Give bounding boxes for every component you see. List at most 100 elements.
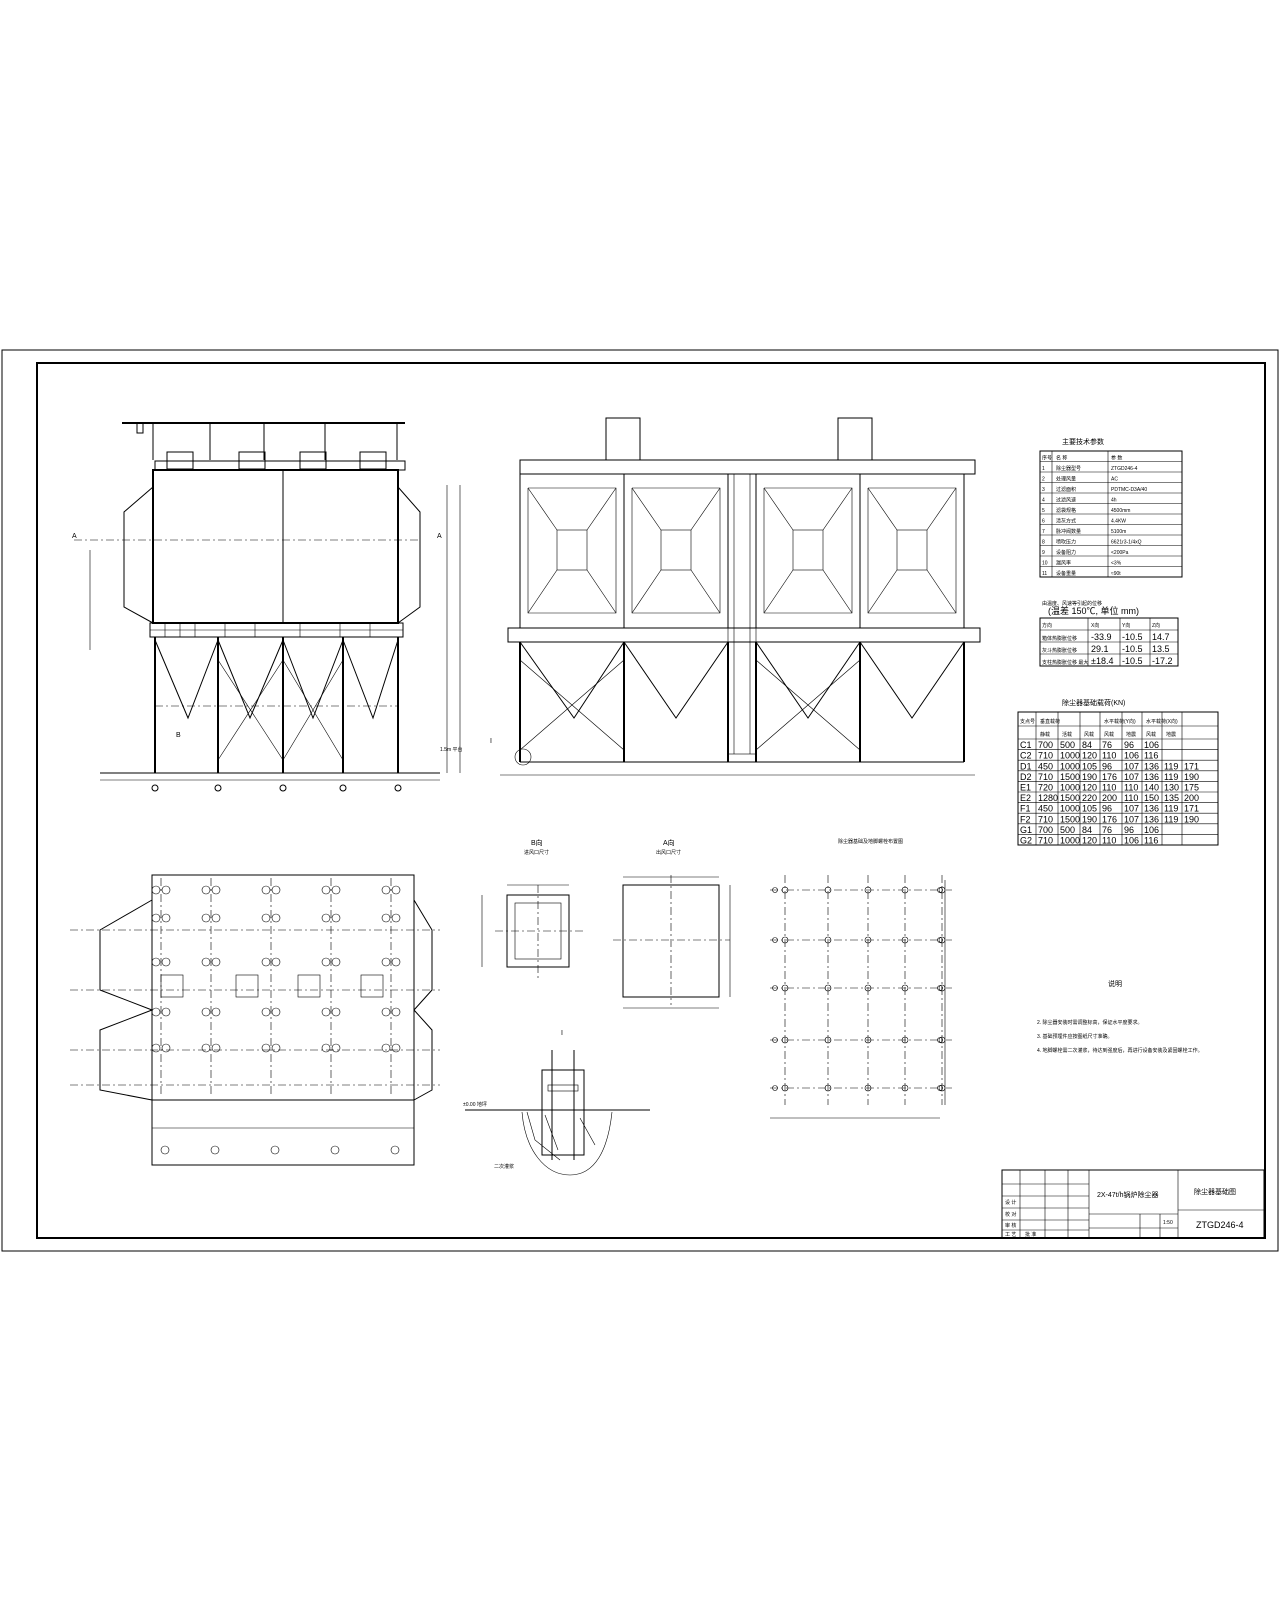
load-table-subheader: 风载 xyxy=(1084,731,1094,738)
tech-table-cell: <3% xyxy=(1111,561,1122,567)
bag-cell-circle xyxy=(391,1043,401,1053)
bag-cell-circle xyxy=(161,913,171,923)
bag-cell-circle xyxy=(261,885,271,895)
thermal-table-header: Y向 xyxy=(1122,622,1130,629)
tech-table-cell: 9 xyxy=(1042,550,1045,556)
thermal-table-subtitle: (温差 150℃, 单位 mm) xyxy=(1048,605,1139,616)
pipe-elbow xyxy=(160,974,184,998)
load-table-cell: 120 xyxy=(1082,836,1097,846)
bag-cell-circle xyxy=(261,1043,271,1053)
tech-table-cell: 过滤风速 xyxy=(1056,497,1076,504)
tech-table-cell: 6 xyxy=(1042,519,1045,525)
bag-cell-circle xyxy=(391,885,401,895)
load-table-subheader: 风载 xyxy=(1146,731,1156,738)
detail-mark-i: I xyxy=(490,738,492,745)
tech-table-cell: ZTGD246-4 xyxy=(1111,466,1138,472)
inner-border xyxy=(36,362,1266,1239)
load-table-cell: 1000 xyxy=(1060,761,1080,771)
load-table-cell: 136 xyxy=(1144,804,1159,814)
thermal-table-cell: 29.1 xyxy=(1091,644,1109,654)
anchor-bolt-circle xyxy=(864,886,872,894)
load-table-cell: 710 xyxy=(1038,814,1053,824)
load-table-cell: G2 xyxy=(1020,836,1032,846)
anchor-bolt-circle xyxy=(824,886,832,894)
axis-bubble xyxy=(772,887,778,893)
bag-cell-circle xyxy=(211,1043,221,1053)
load-table-subheader: 地震 xyxy=(1126,731,1136,738)
load-table-cell: 110 xyxy=(1102,751,1116,761)
load-table-cell: 119 xyxy=(1164,772,1178,782)
load-table-cell: 500 xyxy=(1060,825,1075,835)
anchor-plan-title: 除尘器基础及地脚螺栓布置图 xyxy=(838,838,903,845)
load-table-cell: 106 xyxy=(1144,740,1159,750)
load-table-cell: 105 xyxy=(1082,804,1097,814)
load-table-cell: 190 xyxy=(1184,772,1199,782)
tech-table-cell: 除尘器型号 xyxy=(1056,465,1081,472)
load-table-cell: 176 xyxy=(1102,814,1117,824)
section-mark-a-right: A xyxy=(437,533,442,540)
load-table-header: 支点号 xyxy=(1020,718,1035,725)
section-mark-a-left: A xyxy=(72,533,77,540)
load-table-cell: 700 xyxy=(1038,825,1053,835)
load-table-cell: 140 xyxy=(1144,783,1159,793)
load-table: 除尘器基础载荷(KN) 支点号垂直载荷水平载荷(Y向)水平载荷(X向)静载活载风… xyxy=(1017,698,1219,846)
load-table-header: 垂直载荷 xyxy=(1040,718,1060,725)
load-table-title: 除尘器基础载荷(KN) xyxy=(1062,698,1125,707)
thermal-table-cell: -10.5 xyxy=(1122,632,1143,642)
bag-cell-circle xyxy=(321,1043,331,1053)
sign-row: 批 准 xyxy=(1025,1231,1036,1238)
load-table-cell: 1000 xyxy=(1060,751,1080,761)
bag-cell-circle xyxy=(201,957,211,967)
bag-cell-circle xyxy=(331,1043,341,1053)
load-table-cell: 1500 xyxy=(1060,772,1080,782)
bag-cell-circle xyxy=(271,885,281,895)
thermal-table-cell: -10.5 xyxy=(1122,656,1143,666)
load-table-cell: 176 xyxy=(1102,772,1117,782)
load-table-cell: 220 xyxy=(1082,793,1097,803)
tech-table-cell: ≈90t xyxy=(1111,571,1121,577)
load-table-cell: 450 xyxy=(1038,804,1053,814)
thermal-table-cell: 灰斗热膨胀位移 xyxy=(1042,647,1077,654)
tech-table-cell: 漏风率 xyxy=(1056,560,1071,567)
tech-table-cell: 4500mm xyxy=(1111,508,1130,514)
load-table-subheader: 地震 xyxy=(1166,731,1176,738)
bag-cell-circle xyxy=(161,1043,171,1053)
load-table-cell: 136 xyxy=(1144,814,1159,824)
load-table-cell: 171 xyxy=(1184,804,1199,814)
load-table-cell: 96 xyxy=(1102,804,1112,814)
load-table-cell: 1000 xyxy=(1060,783,1080,793)
load-table-header: 水平载荷(X向) xyxy=(1146,718,1178,725)
bag-cell-circle xyxy=(151,885,161,895)
load-table-cell: 84 xyxy=(1082,825,1092,835)
bag-cell-circle xyxy=(151,957,161,967)
plan-view xyxy=(70,874,440,1166)
anchor-bolt-circle xyxy=(781,1084,789,1092)
note-item: 4. 地脚螺栓需二次灌浆，待达到强度后，再进行设备安装及紧固螺栓工作。 xyxy=(1037,1047,1203,1054)
tech-table-header: 参 数 xyxy=(1111,455,1122,462)
load-table-cell: 105 xyxy=(1082,761,1097,771)
load-table-cell: 450 xyxy=(1038,761,1053,771)
load-table-cell: 119 xyxy=(1164,804,1178,814)
anchor-bolt-circle xyxy=(901,936,909,944)
title-block: 设 计 校 对 审 核 工 艺 批 准 2X-47t/h锅炉除尘器 除尘器基础图… xyxy=(1001,1169,1265,1239)
anchor-bolt-circle xyxy=(864,936,872,944)
bag-cell-circle xyxy=(201,1043,211,1053)
b-view-title: B向 xyxy=(531,838,543,847)
bag-cell-circle xyxy=(261,957,271,967)
axis-bubble xyxy=(937,887,943,893)
bag-cell-circle xyxy=(151,913,161,923)
bag-cell-circle xyxy=(271,1007,281,1017)
load-table-cell: 200 xyxy=(1184,793,1199,803)
load-table-subheader: 静载 xyxy=(1040,731,1050,738)
bag-cell-circle xyxy=(211,957,221,967)
bag-cell-circle xyxy=(321,1007,331,1017)
load-table-cell: 76 xyxy=(1102,825,1112,835)
bag-cell-circle xyxy=(381,1043,391,1053)
bag-cell-circle xyxy=(211,1007,221,1017)
load-table-cell: 96 xyxy=(1124,740,1134,750)
pipe-elbow xyxy=(297,974,321,998)
tech-table-cell: 11 xyxy=(1042,571,1047,577)
bag-cell-circle xyxy=(161,957,171,967)
